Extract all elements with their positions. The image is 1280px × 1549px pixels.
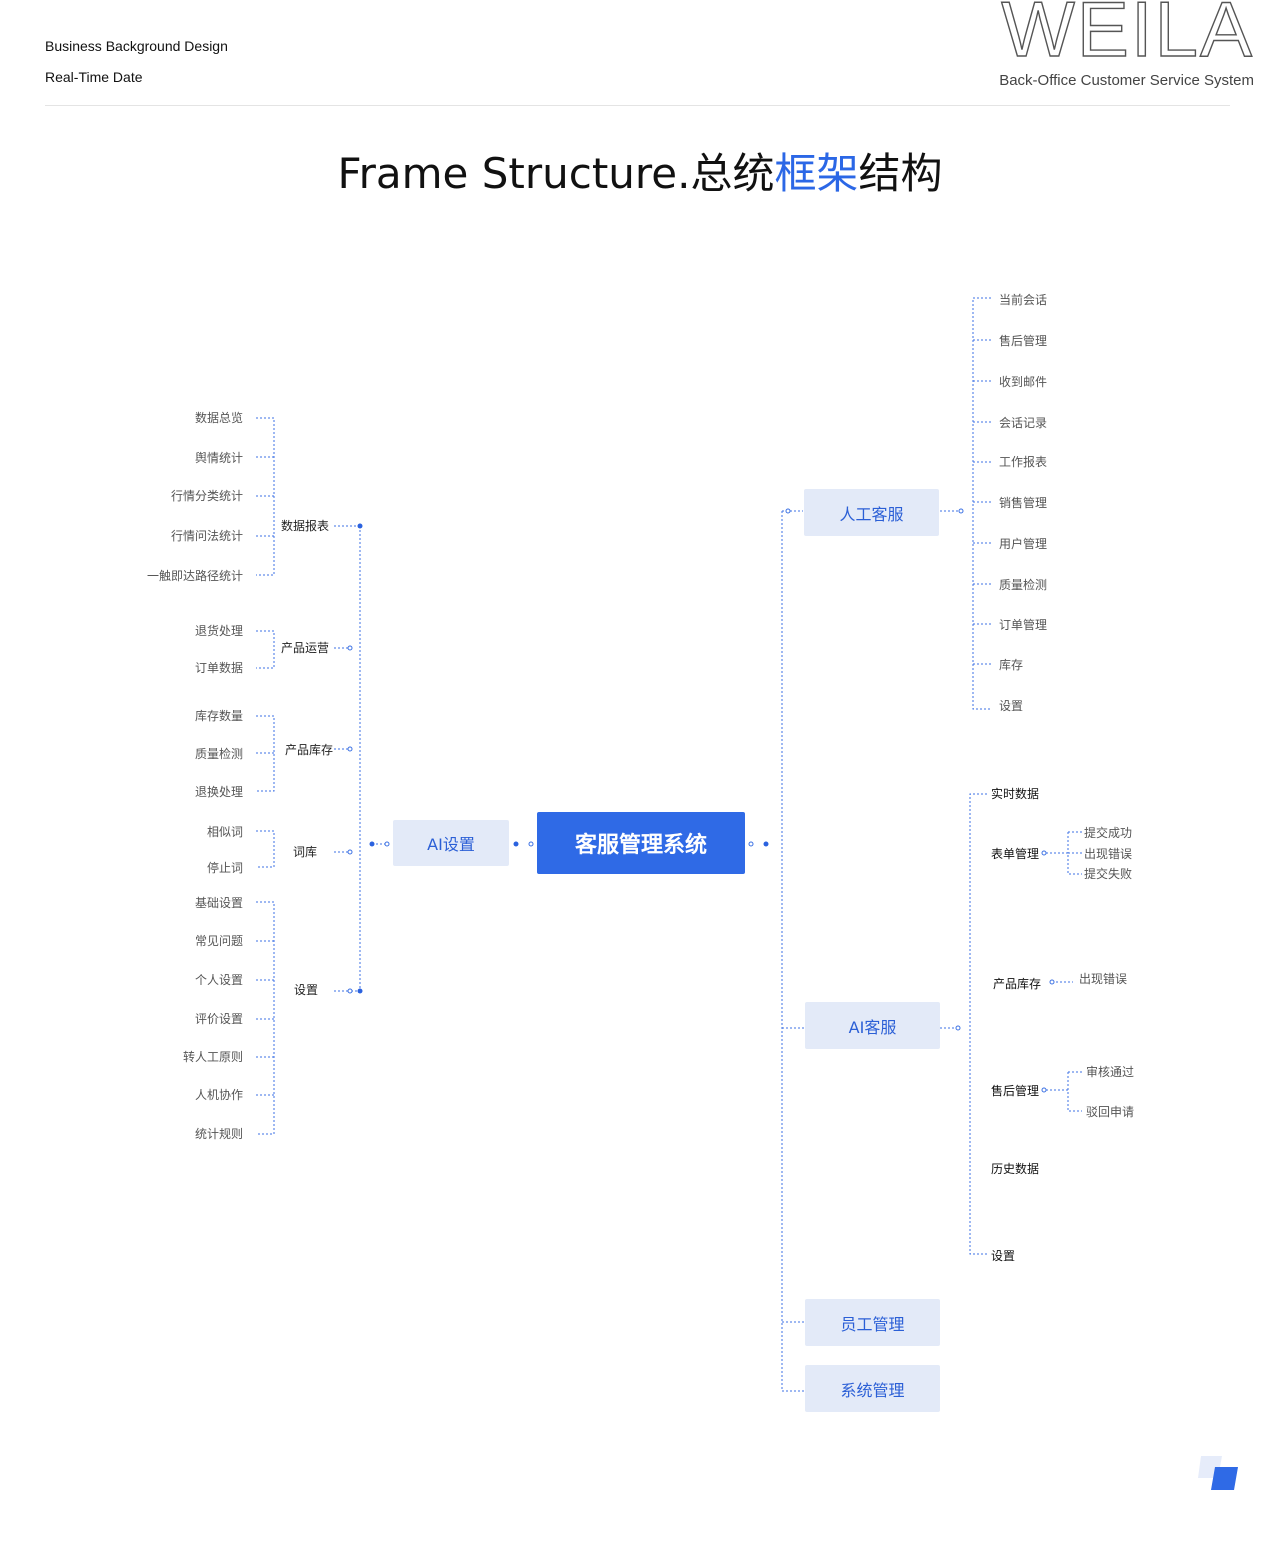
left-leaf: 质量检测 (194, 747, 243, 761)
manual-service-box[interactable]: 人工客服 (804, 489, 939, 536)
ai-subitem: 提交失败 (1084, 867, 1133, 881)
ai-service-box[interactable]: AI客服 (805, 1002, 940, 1049)
manual-item: 设置 (999, 699, 1024, 713)
left-leaf: 统计规则 (194, 1127, 243, 1141)
left-group-product-stock[interactable]: 产品库存 (285, 743, 334, 757)
ai-item: 售后管理 (991, 1084, 1040, 1098)
manual-item: 用户管理 (999, 537, 1048, 551)
left-leaf: 常见问题 (194, 934, 243, 948)
ai-item: 设置 (991, 1249, 1016, 1263)
header-divider (45, 105, 1230, 106)
center-node-label: 客服管理系统 (574, 833, 707, 858)
left-leaf: 舆情统计 (194, 451, 243, 465)
left-leaf: 数据总览 (194, 411, 243, 425)
title-prefix: Frame Structure.总统 (337, 149, 775, 198)
left-leaf: 订单数据 (194, 661, 243, 675)
system-subtitle: Back-Office Customer Service System (999, 72, 1254, 89)
manual-item: 工作报表 (999, 455, 1048, 469)
ai-subitem: 驳回申请 (1086, 1105, 1135, 1119)
left-group-product-ops[interactable]: 产品运营 (281, 641, 330, 655)
corner-decoration-icon (1198, 1456, 1238, 1490)
left-leaf: 个人设置 (194, 973, 243, 987)
manual-item: 售后管理 (999, 334, 1048, 348)
ai-subitem: 提交成功 (1084, 826, 1133, 840)
left-group-lexicon[interactable]: 词库 (293, 845, 318, 859)
title-suffix: 结构 (858, 149, 943, 198)
page-title: Frame Structure.总统框架结构 (0, 140, 1280, 201)
manual-item: 当前会话 (999, 293, 1048, 307)
ai-subitem: 审核通过 (1086, 1065, 1135, 1079)
left-leaf: 一触即达路径统计 (146, 569, 243, 583)
manual-item: 订单管理 (999, 618, 1048, 632)
left-leaf: 相似词 (206, 825, 243, 839)
left-group-data-report[interactable]: 数据报表 (281, 519, 330, 533)
staff-management-label: 员工管理 (840, 1314, 905, 1334)
ai-settings-box[interactable]: AI设置 (393, 820, 509, 866)
manual-item: 质量检测 (999, 578, 1048, 592)
left-leaf: 行情分类统计 (170, 489, 243, 503)
left-leaf: 行情问法统计 (170, 529, 243, 543)
left-leaf: 评价设置 (194, 1012, 243, 1026)
manual-item: 收到邮件 (999, 375, 1048, 389)
center-node-customer-service-system[interactable]: 客服管理系统 (537, 812, 745, 874)
weila-logo: WEILA (1001, 0, 1254, 60)
staff-management-box[interactable]: 员工管理 (805, 1299, 940, 1346)
manual-item: 库存 (999, 658, 1024, 672)
system-management-box[interactable]: 系统管理 (805, 1365, 940, 1412)
left-leaf: 退货处理 (194, 624, 243, 638)
manual-item: 销售管理 (999, 496, 1048, 510)
svg-text:WEILA: WEILA (1001, 0, 1254, 60)
ai-item: 表单管理 (991, 847, 1040, 861)
ai-subitem: 出现错误 (1084, 847, 1133, 861)
title-highlight: 框架 (774, 149, 859, 198)
left-leaf: 退换处理 (194, 785, 243, 799)
ai-settings-label: AI设置 (427, 835, 475, 854)
ai-service-label: AI客服 (848, 1017, 897, 1037)
header-line-business: Business Background Design (45, 38, 228, 54)
manual-service-label: 人工客服 (839, 504, 904, 524)
left-group-settings[interactable]: 设置 (294, 983, 319, 997)
left-leaf: 库存数量 (194, 709, 243, 723)
header-line-date: Real-Time Date (45, 69, 143, 85)
system-management-label: 系统管理 (840, 1380, 905, 1400)
ai-item: 实时数据 (991, 787, 1040, 801)
ai-item: 历史数据 (991, 1162, 1040, 1176)
left-leaf: 停止词 (206, 861, 243, 875)
left-leaf: 基础设置 (194, 896, 243, 910)
manual-item: 会话记录 (999, 416, 1048, 430)
left-leaf: 转人工原则 (182, 1050, 243, 1064)
ai-item: 产品库存 (993, 977, 1042, 991)
left-leaf: 人机协作 (194, 1088, 243, 1102)
ai-subitem: 出现错误 (1079, 972, 1128, 986)
